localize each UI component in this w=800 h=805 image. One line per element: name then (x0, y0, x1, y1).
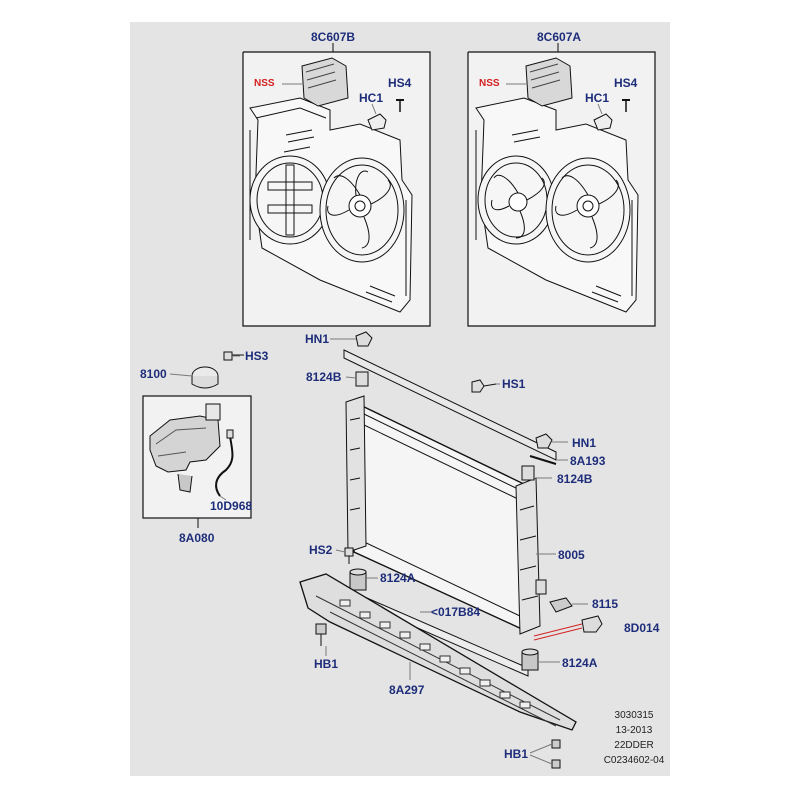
nut-hn1-top (355, 331, 373, 347)
control-module-left (301, 57, 349, 107)
insulator-right (521, 465, 535, 481)
leader-line (597, 103, 603, 115)
label-hs3: HS3 (245, 349, 269, 363)
reservoir-hose (215, 435, 234, 497)
bolt-hs2 (344, 547, 354, 564)
label-8d014: 8D014 (624, 621, 660, 635)
stamp-line-4: C0234602-04 (603, 755, 665, 766)
label-hs4-left: HS4 (388, 76, 412, 90)
fan-assembly-right (467, 43, 656, 327)
label-10d968: 10D968 (210, 499, 253, 513)
insulator-top (355, 371, 369, 387)
fastener-hb1-right (551, 739, 561, 769)
clip-right (593, 113, 613, 131)
fan-hub-right-a (508, 192, 528, 212)
label-hb1-right: HB1 (504, 747, 529, 761)
label-hb1-left: HB1 (314, 657, 339, 671)
coolant-reservoir-group (142, 351, 252, 528)
stamp-line-2: 13-2013 (615, 725, 653, 736)
drain-plug-8d014 (581, 615, 603, 633)
fan-hub-right-b (576, 194, 600, 218)
radiator-assembly (343, 331, 603, 677)
reservoir-neck (205, 403, 221, 421)
label-8124b-top: 8124B (306, 370, 342, 384)
leader-line (533, 623, 583, 637)
radiator-tank-right (515, 477, 541, 635)
label-8a297: 8A297 (389, 683, 425, 697)
label-8115: 8115 (592, 597, 619, 611)
leader-line (169, 373, 193, 377)
fan-blades-left (327, 170, 391, 249)
leader-line (371, 103, 377, 115)
label-8a193: 8A193 (570, 454, 606, 468)
clip-left (367, 113, 387, 131)
fan-hub-left (348, 194, 372, 218)
bolt-hs3 (223, 351, 244, 361)
control-module-right (525, 57, 573, 107)
leader-line (529, 754, 553, 765)
stamp-line-3: 22DDER (614, 740, 654, 751)
fan-ring-left-a (249, 155, 331, 245)
label-nss-right: NSS (479, 78, 500, 89)
label-hs1: HS1 (502, 377, 526, 391)
deflector-slots (339, 599, 531, 709)
deflector-panel (299, 573, 577, 769)
stamp-line-1: 3030315 (614, 710, 654, 721)
label-8a080: 8A080 (179, 531, 215, 545)
leader-line (529, 743, 553, 754)
temp-sensor-8115 (549, 597, 573, 613)
label-hs4-right: HS4 (614, 76, 638, 90)
label-hn1-right: HN1 (572, 436, 597, 450)
label-nss-left: NSS (254, 78, 275, 89)
label-hc1-right: HC1 (585, 91, 610, 105)
label-8124a-bottom: 8124A (562, 656, 598, 670)
label-8005: 8005 (558, 548, 585, 562)
label-hs2: HS2 (309, 543, 333, 557)
seal-8a193 (529, 455, 557, 465)
label-hn1-top: HN1 (305, 332, 330, 346)
fastener-hb1-left (315, 623, 327, 646)
label-hc1-left: HC1 (359, 91, 384, 105)
label-017b84: <017B84 (431, 605, 481, 619)
label-8c607b: 8C607B (311, 30, 356, 44)
nut-hn1-right (535, 433, 553, 449)
fan-assembly-left (242, 43, 431, 327)
radiator-tank-left (345, 395, 367, 553)
label-8124a-left: 8124A (380, 571, 416, 585)
bolt-hs1 (471, 379, 497, 393)
reservoir-outlet (177, 473, 193, 493)
leader-line (219, 495, 227, 501)
label-8124b-right: 8124B (557, 472, 593, 486)
callout-leaders (232, 83, 568, 663)
label-8100: 8100 (140, 367, 167, 381)
reservoir-tank (149, 415, 221, 473)
leader-line (345, 376, 357, 379)
label-8c607a: 8C607A (537, 30, 582, 44)
